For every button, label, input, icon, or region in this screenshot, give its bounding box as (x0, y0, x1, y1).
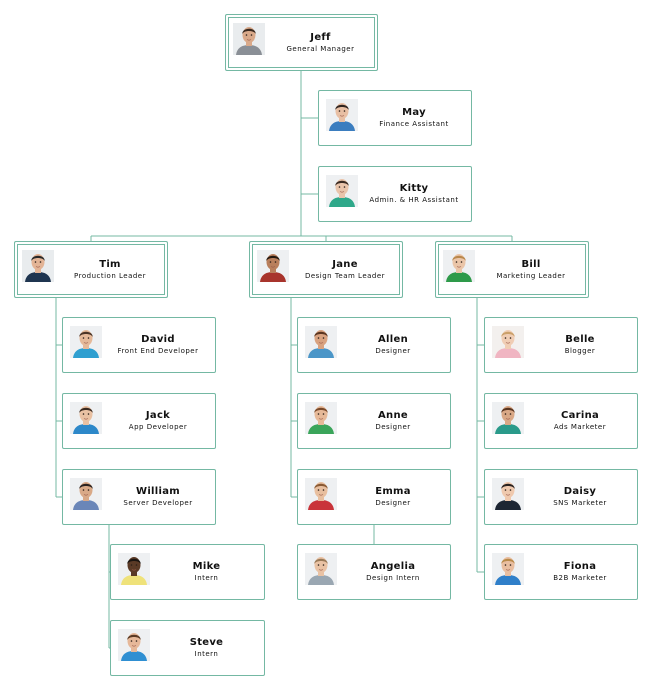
person-title: Intern (194, 574, 219, 582)
avatar-bill (443, 250, 475, 282)
person-title: Designer (375, 347, 411, 355)
person-title: Front End Developer (117, 347, 199, 355)
avatar-jeff (233, 23, 265, 55)
person-name: Kitty (399, 183, 429, 194)
avatar-anne (305, 402, 337, 434)
avatar-may (326, 99, 358, 131)
person-name: Angelia (370, 561, 416, 572)
person-title: General Manager (286, 44, 355, 53)
person-name: May (402, 107, 426, 118)
person-name: Belle (565, 334, 595, 345)
person-name: Jeff (310, 31, 331, 43)
person-name: Steve (189, 637, 224, 648)
person-title: Finance Assistant (379, 120, 449, 128)
avatar-daisy (492, 478, 524, 510)
person-title: Marketing Leader (496, 271, 566, 280)
person-name: David (141, 334, 175, 345)
person-name: Anne (378, 410, 408, 421)
person-name: Daisy (563, 486, 597, 497)
avatar-belle (492, 326, 524, 358)
avatar-tim (22, 250, 54, 282)
person-title: Design Team Leader (304, 271, 386, 280)
person-title: Design Intern (366, 574, 420, 582)
person-name: Carina (560, 410, 600, 421)
avatar-kitty (326, 175, 358, 207)
person-title: Server Developer (123, 499, 193, 507)
person-title: Blogger (564, 347, 596, 355)
person-name: Tim (99, 258, 121, 270)
person-name: Emma (375, 486, 411, 497)
person-name: Bill (521, 258, 541, 270)
person-name: Mike (192, 561, 221, 572)
person-title: Designer (375, 499, 411, 507)
person-title: Admin. & HR Assistant (369, 196, 459, 204)
person-name: Jack (145, 410, 171, 421)
avatar-angelia (305, 553, 337, 585)
person-name: Allen (378, 334, 408, 345)
person-title: Intern (194, 650, 219, 658)
person-name: Fiona (563, 561, 597, 572)
person-name: William (135, 486, 180, 497)
avatar-jack (70, 402, 102, 434)
avatar-steve (118, 629, 150, 661)
avatar-carina (492, 402, 524, 434)
avatar-emma (305, 478, 337, 510)
person-title: SNS Marketer (553, 499, 607, 507)
avatar-william (70, 478, 102, 510)
person-name: Jane (332, 258, 358, 270)
person-title: Designer (375, 423, 411, 431)
avatar-mike (118, 553, 150, 585)
avatar-jane (257, 250, 289, 282)
avatar-david (70, 326, 102, 358)
person-title: Ads Marketer (553, 423, 607, 431)
person-title: App Developer (128, 423, 188, 431)
avatar-allen (305, 326, 337, 358)
person-title: B2B Marketer (553, 574, 607, 582)
avatar-fiona (492, 553, 524, 585)
person-title: Production Leader (74, 271, 146, 280)
